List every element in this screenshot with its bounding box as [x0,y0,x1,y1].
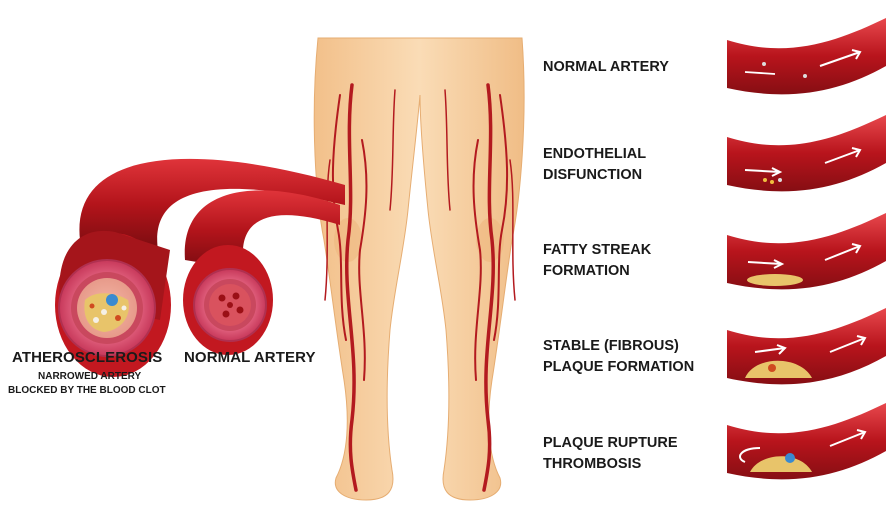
stage-label-3: FATTY STREAK FORMATION [543,240,651,282]
stage-label-2-line2: DISFUNCTION [543,165,646,186]
atherosclerosis-label: ATHEROSCLEROSIS [12,348,162,368]
stage-label-2-line1: ENDOTHELIAL [543,144,646,165]
stage-label-1: NORMAL ARTERY [543,57,669,78]
stage-segment-5 [727,403,886,479]
stage-label-4: STABLE (FIBROUS) PLAQUE FORMATION [543,336,694,378]
stage-label-5: PLAQUE RUPTURE THROMBOSIS [543,433,678,475]
normal-artery-cross-section [194,269,266,341]
stage-label-5-line2: THROMBOSIS [543,454,678,475]
stage-segment-3 [727,213,886,289]
stage-label-2: ENDOTHELIAL DISFUNCTION [543,144,646,186]
narrowed-artery-caption: NARROWED ARTERY [38,370,141,383]
normal-artery-label: NORMAL ARTERY [184,348,316,368]
stage-label-1-line1: NORMAL ARTERY [543,57,669,78]
stage-label-5-line1: PLAQUE RUPTURE [543,433,678,454]
blood-clot-caption: BLOCKED BY THE BLOOD CLOT [8,384,166,397]
stage-label-4-line2: PLAQUE FORMATION [543,357,694,378]
atherosclerosis-cross-section [59,260,155,356]
stage-label-3-line2: FORMATION [543,261,651,282]
stage-segment-1 [727,18,886,94]
stage-label-3-line1: FATTY STREAK [543,240,651,261]
stage-segment-2 [727,115,886,191]
stage-segment-4 [727,308,886,384]
stage-label-4-line1: STABLE (FIBROUS) [543,336,694,357]
